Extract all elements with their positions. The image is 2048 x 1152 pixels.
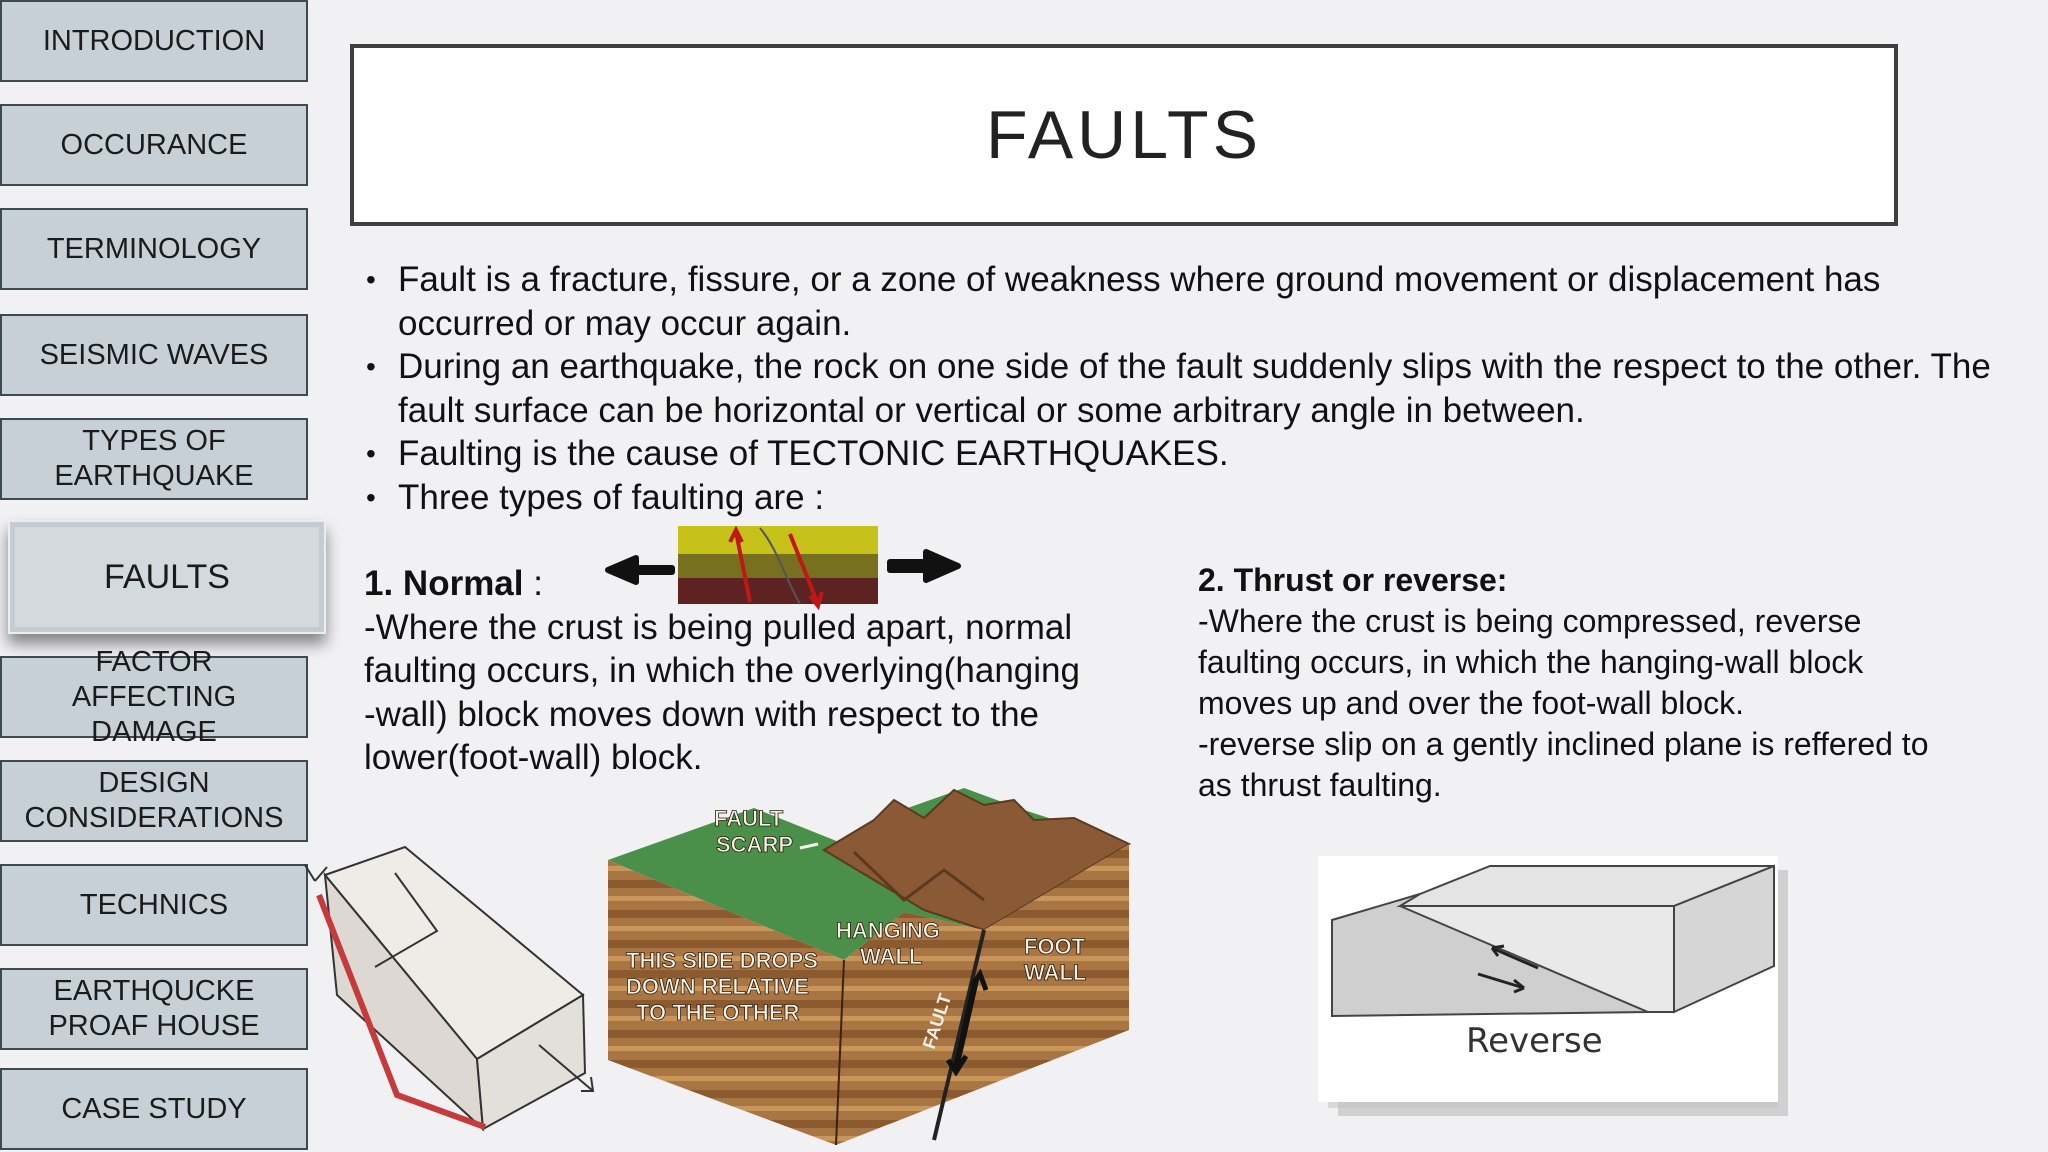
drop-note-label: THIS SIDE DROPS [626,948,818,973]
bullet-item: Three types of faulting are : [366,476,2006,520]
slide-title: FAULTS [986,97,1262,173]
reverse-label: Reverse [1466,1021,1603,1061]
arrow-left-icon [605,555,675,585]
normal-fault-text: -Where the crust is being pulled apart, … [364,607,1080,778]
bullet-item: Faulting is the cause of TECTONIC EARTHQ… [366,432,2006,476]
normal-fault-strip-image [605,525,961,611]
nav-seismic-waves-button[interactable]: SEISMIC WAVES [0,314,308,396]
hanging-wall-label: WALL [860,944,922,969]
nav-design-considerations-button[interactable]: DESIGN CONSIDERATIONS [0,760,308,842]
nav-occurance-button[interactable]: OCCURANCE [0,104,308,186]
nav-terminology-button[interactable]: TERMINOLOGY [0,208,308,290]
thrust-fault-section: 2. Thrust or reverse: -Where the crust i… [1198,560,2018,806]
arrow-right-icon [887,549,961,583]
nav-factor-affecting-damage-button[interactable]: FACTOR AFFECTING DAMAGE [0,646,308,748]
thrust-fault-heading: 2. Thrust or reverse: [1198,562,1508,598]
bullet-item: Fault is a fracture, fissure, or a zone … [366,258,2006,345]
fault-scarp-label: SCARP [716,832,793,857]
nav-faults-button[interactable]: FAULTS [8,520,326,634]
normal-fault-block-diagram: FAULT SCARP HANGING WALL FOOT WALL THIS … [608,788,1132,1146]
bullet-item: During an earthquake, the rock on one si… [366,345,2006,432]
slide-title-box: FAULTS [350,44,1898,226]
bullet-list: Fault is a fracture, fissure, or a zone … [366,258,2006,519]
drop-note-label: DOWN RELATIVE [626,974,809,999]
foot-wall-label: FOOT [1024,934,1086,959]
nav-types-of-earthquake-button[interactable]: TYPES OF EARTHQUAKE [0,418,308,500]
nav-introduction-button[interactable]: INTRODUCTION [0,0,308,82]
normal-fault-heading: 1. Normal : [364,564,543,603]
normal-fault-section: 1. Normal : -Where the crust is being pu… [364,562,1164,780]
thrust-fault-text: -Where the crust is being compressed, re… [1198,603,1929,803]
fault-scarp-label: FAULT [714,806,784,831]
nav-case-study-button[interactable]: CASE STUDY [0,1068,308,1150]
foot-wall-label: WALL [1024,960,1086,985]
reverse-fault-sketch: Reverse [1318,856,1788,1116]
nav-earthquake-proof-house-button[interactable]: EARTHQUCKE PROAF HOUSE [0,968,308,1050]
hanging-wall-label: HANGING [836,918,940,943]
tilted-block-sketch [304,845,595,1132]
drop-note-label: TO THE OTHER [636,1000,799,1025]
nav-technics-button[interactable]: TECHNICS [0,864,308,946]
